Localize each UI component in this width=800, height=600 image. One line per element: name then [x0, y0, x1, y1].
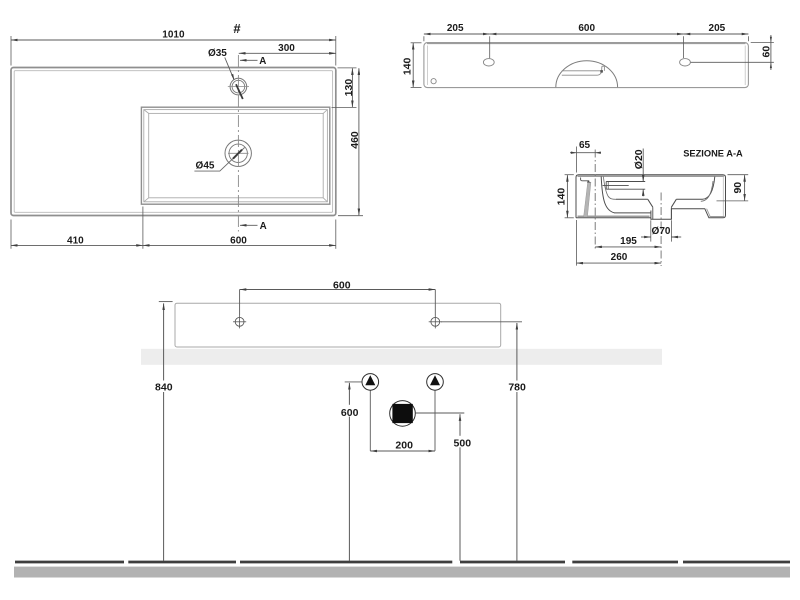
svg-text:90: 90 — [732, 182, 744, 194]
svg-text:410: 410 — [67, 235, 84, 246]
svg-text:205: 205 — [709, 23, 726, 34]
svg-text:SEZIONE A-A: SEZIONE A-A — [683, 148, 743, 158]
svg-text:A: A — [260, 221, 267, 232]
svg-text:130: 130 — [343, 79, 355, 97]
svg-text:600: 600 — [578, 23, 595, 34]
svg-text:195: 195 — [620, 236, 637, 247]
svg-text:840: 840 — [155, 382, 173, 394]
svg-text:Ø45: Ø45 — [196, 161, 215, 172]
svg-text:205: 205 — [447, 23, 464, 34]
svg-text:300: 300 — [278, 43, 295, 54]
svg-text:A: A — [259, 56, 266, 67]
svg-text:460: 460 — [349, 131, 361, 149]
svg-text:500: 500 — [454, 437, 472, 449]
svg-text:140: 140 — [555, 188, 567, 206]
svg-text:60: 60 — [760, 46, 772, 58]
svg-text:1010: 1010 — [162, 30, 185, 41]
svg-text:Ø35: Ø35 — [208, 48, 227, 59]
svg-text:600: 600 — [230, 235, 247, 246]
svg-text:780: 780 — [508, 382, 526, 394]
svg-text:200: 200 — [395, 439, 413, 451]
svg-text:Ø20: Ø20 — [633, 149, 645, 169]
svg-text:Ø70: Ø70 — [652, 226, 671, 237]
svg-text:#: # — [233, 21, 241, 36]
svg-text:65: 65 — [579, 140, 591, 151]
svg-text:600: 600 — [341, 407, 359, 419]
svg-text:140: 140 — [402, 57, 414, 75]
svg-text:260: 260 — [611, 252, 628, 263]
svg-text:600: 600 — [333, 279, 351, 291]
